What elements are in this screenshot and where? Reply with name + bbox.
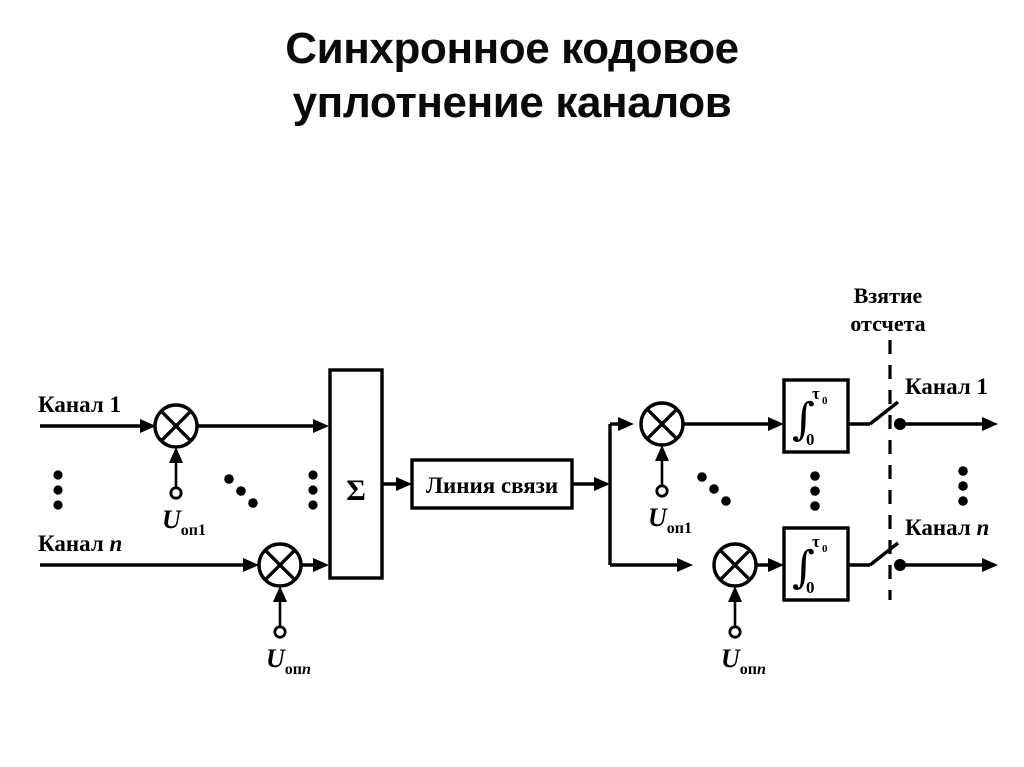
tx-mixer-1[interactable] [153,403,199,449]
tx-reference-n-sub: оп [285,661,302,678]
rx-reference-n-label: Uопn [721,644,766,678]
rx-mixer-n[interactable] [712,542,758,588]
integrator-1-symbol: ∫ [792,394,815,445]
sampling-label-line1: Взятие [854,283,923,308]
tx-reference-n-label: Uопn [266,644,311,678]
rx-mixer-n-output-wire [756,558,784,572]
sampling-label-line2: отсчета [850,311,925,336]
receiver-bus [608,417,693,572]
summer-symbol: Σ [346,474,366,507]
page-title-line2: уплотнение каналов [292,77,732,127]
tx-reference-n-u: U [266,644,286,673]
tx-mixer-ellipsis [224,474,258,508]
integrator-1-lower-limit: 0 [806,430,815,449]
tx-input-ellipsis [53,470,63,510]
link-to-receiver-wire [572,477,610,491]
rx-mixer-1[interactable] [639,401,685,447]
tx-reference-n-idx: n [302,661,311,678]
input-channel-n-index: n [109,531,122,556]
rx-reference-1-wire [655,445,669,498]
sampler-switch-1[interactable] [848,400,906,430]
output-channel-n-index: n [976,515,989,540]
rx-reference-1-idx: 1 [684,520,692,537]
tx-reference-1-idx: 1 [198,522,206,539]
rx-reference-1-label: Uоп1 [648,503,692,537]
integrator-n-symbol: ∫ [792,542,815,593]
summer-input-ellipsis [308,470,318,510]
tx-mixer-n[interactable] [257,542,303,588]
integrator-ellipsis [810,471,820,511]
input-channel-1-wire [40,419,156,433]
output-channel-1-label: Канал 1 [905,374,988,399]
input-channel-n-label: Канал n [38,531,122,556]
integrator-1[interactable]: ∫ τ 0 0 [782,378,850,454]
integrator-1-upper-limit: τ [812,384,820,403]
rx-mixer-1-output-wire [683,417,784,431]
rx-reference-n-idx: n [757,661,766,678]
rx-mixer-ellipsis [697,472,731,506]
tx-reference-1-sub: оп [181,522,198,539]
integrator-n-lower-limit: 0 [806,578,815,597]
output-channel-n-text: Канал [905,515,976,540]
tx-reference-1-label: Uоп1 [162,505,206,539]
summer-output-wire [382,477,412,491]
summer-block[interactable]: Σ [328,368,384,580]
integrator-n[interactable]: ∫ τ 0 0 [782,526,850,602]
integrator-n-upper-limit-sub: 0 [822,543,828,555]
integrator-n-upper-limit: τ [812,532,820,551]
rx-reference-n-sub: оп [740,661,757,678]
tx-reference-1-wire [169,447,183,500]
sampler-switch-n[interactable] [848,541,906,571]
output-channel-1-wire [900,417,998,431]
tx-reference-1-u: U [162,505,182,534]
input-channel-n-text: Канал [38,531,109,556]
link-line-label: Линия связи [426,473,558,498]
output-ellipsis [958,466,968,506]
input-channel-n-wire [40,558,259,572]
rx-reference-1-u: U [648,503,668,532]
link-line-block[interactable]: Линия связи [410,458,574,510]
integrator-1-upper-limit-sub: 0 [822,395,828,407]
page-title: Синхронное кодовое уплотнение каналов [0,22,1024,129]
tx-mixer-1-output-wire [197,419,329,433]
input-channel-1-label: Канал 1 [38,392,121,417]
tx-reference-n-wire [273,586,287,639]
output-channel-n-label: Канал n [905,515,989,540]
rx-reference-1-sub: оп [667,520,684,537]
tx-mixer-n-output-wire [301,558,329,572]
output-channel-n-wire [900,558,998,572]
rx-reference-n-u: U [721,644,741,673]
rx-reference-n-wire [728,586,742,639]
page-title-line1: Синхронное кодовое [285,24,739,73]
